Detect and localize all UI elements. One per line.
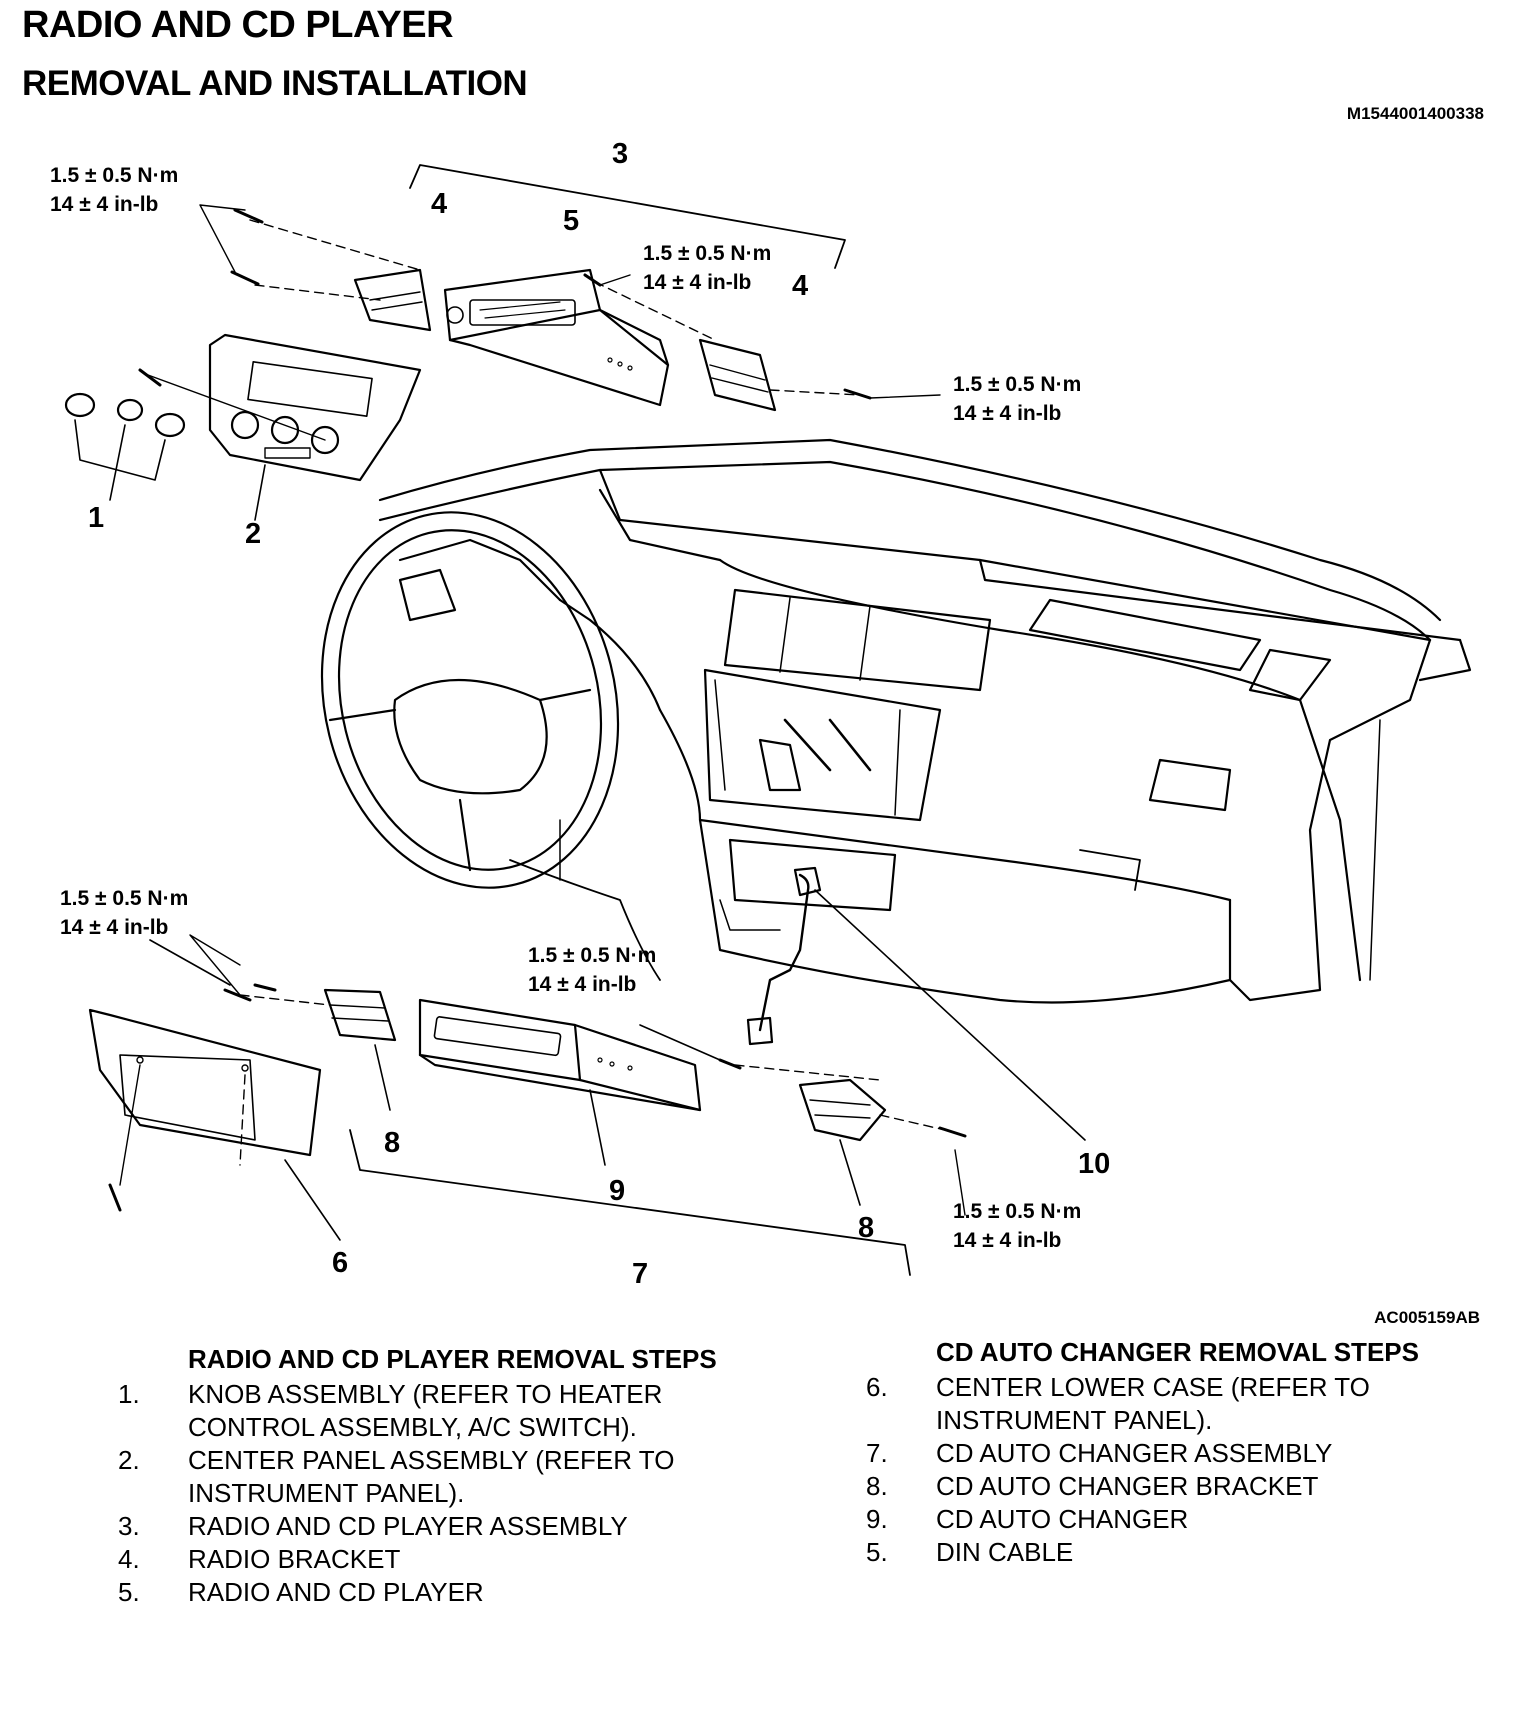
- radio-bracket-left-illustration: [230, 208, 432, 332]
- torque-inlb: 14 ± 4 in-lb: [643, 271, 751, 294]
- callout-4-right: 4: [792, 270, 808, 302]
- list-item: 8. CD AUTO CHANGER BRACKET: [866, 1470, 1506, 1503]
- step-number: 7.: [866, 1438, 888, 1468]
- list-item: 4. RADIO BRACKET: [118, 1543, 738, 1576]
- step-text: RADIO AND CD PLAYER ASSEMBLY: [188, 1511, 628, 1541]
- exploded-view-diagram: 1.5 ± 0.5 N·m 14 ± 4 in-lb 1.5 ± 0.5 N·m…: [50, 138, 1472, 1290]
- callout-8-right: 8: [858, 1212, 874, 1244]
- instrument-panel-illustration: [320, 438, 1472, 1004]
- torque-inlb: 14 ± 4 in-lb: [50, 193, 158, 216]
- step-number: 9.: [866, 1504, 888, 1534]
- radio-steps-list: 1. KNOB ASSEMBLY (REFER TO HEATER CONTROL…: [118, 1378, 738, 1609]
- step-text: CD AUTO CHANGER ASSEMBLY: [936, 1438, 1333, 1468]
- torque-inlb: 14 ± 4 in-lb: [60, 916, 168, 939]
- step-number: 5.: [866, 1537, 888, 1567]
- callout-10: 10: [1078, 1148, 1110, 1180]
- list-item: 3. RADIO AND CD PLAYER ASSEMBLY: [118, 1510, 738, 1543]
- torque-inlb: 14 ± 4 in-lb: [528, 973, 636, 996]
- list-item: 7. CD AUTO CHANGER ASSEMBLY: [866, 1437, 1506, 1470]
- cd-steps-list: 6. CENTER LOWER CASE (REFER TO INSTRUMENT…: [866, 1371, 1506, 1569]
- list-item: 9. CD AUTO CHANGER: [866, 1503, 1506, 1536]
- cd-steps-heading: CD AUTO CHANGER REMOVAL STEPS: [936, 1337, 1419, 1367]
- radio-bracket-right-illustration: [583, 273, 872, 412]
- torque-nm: 1.5 ± 0.5 N·m: [60, 887, 188, 910]
- knob-assembly-illustration: [64, 392, 186, 501]
- step-text: CD AUTO CHANGER BRACKET: [936, 1471, 1319, 1501]
- step-number: 5.: [118, 1577, 140, 1607]
- callout-7: 7: [632, 1258, 648, 1290]
- step-text: CENTER PANEL ASSEMBLY (REFER TO INSTRUME…: [188, 1445, 675, 1508]
- step-number: 3.: [118, 1511, 140, 1541]
- list-item: 2. CENTER PANEL ASSEMBLY (REFER TO INSTRU…: [118, 1444, 738, 1510]
- torque-nm: 1.5 ± 0.5 N·m: [953, 1200, 1081, 1223]
- cd-changer-removal-steps: CD AUTO CHANGER REMOVAL STEPS 6. CENTER L…: [866, 1336, 1506, 1569]
- torque-inlb: 14 ± 4 in-lb: [953, 1229, 1061, 1252]
- page-title: RADIO AND CD PLAYER: [22, 4, 454, 46]
- torque-label-top-left: 1.5 ± 0.5 N·m 14 ± 4 in-lb: [50, 164, 178, 216]
- torque-label-top-right: 1.5 ± 0.5 N·m 14 ± 4 in-lb: [953, 373, 1081, 425]
- list-item: 5. RADIO AND CD PLAYER: [118, 1576, 738, 1609]
- figure-id: AC005159AB: [1374, 1308, 1480, 1327]
- torque-label-bottom-center: 1.5 ± 0.5 N·m 14 ± 4 in-lb: [528, 944, 656, 996]
- step-number: 4.: [118, 1544, 140, 1574]
- page-subtitle: REMOVAL AND INSTALLATION: [22, 64, 528, 103]
- step-text: DIN CABLE: [936, 1537, 1074, 1567]
- step-text: CD AUTO CHANGER: [936, 1504, 1189, 1534]
- radio-removal-steps: RADIO AND CD PLAYER REMOVAL STEPS 1. KNOB…: [118, 1343, 738, 1609]
- cd-changer-bracket-left-illustration: [149, 939, 397, 1111]
- torque-label-top-center: 1.5 ± 0.5 N·m 14 ± 4 in-lb: [643, 242, 771, 294]
- center-panel-illustration: [138, 333, 422, 521]
- callout-3: 3: [612, 138, 628, 170]
- callout-9: 9: [609, 1175, 625, 1207]
- torque-label-bottom-right: 1.5 ± 0.5 N·m 14 ± 4 in-lb: [953, 1200, 1081, 1252]
- step-text: CENTER LOWER CASE (REFER TO INSTRUMENT P…: [936, 1372, 1370, 1435]
- radio-steps-heading: RADIO AND CD PLAYER REMOVAL STEPS: [188, 1344, 717, 1374]
- step-text: KNOB ASSEMBLY (REFER TO HEATER CONTROL A…: [188, 1379, 663, 1442]
- cd-changer-bracket-right-illustration: [639, 1024, 967, 1206]
- din-cable-illustration: [746, 866, 1086, 1141]
- torque-label-bottom-left: 1.5 ± 0.5 N·m 14 ± 4 in-lb: [60, 887, 188, 939]
- callout-8-left: 8: [384, 1127, 400, 1159]
- callout-2: 2: [245, 518, 261, 550]
- step-number: 8.: [866, 1471, 888, 1501]
- cd-auto-changer-illustration: [418, 998, 702, 1166]
- step-number: 6.: [866, 1372, 888, 1402]
- torque-inlb: 14 ± 4 in-lb: [953, 402, 1061, 425]
- list-item: 1. KNOB ASSEMBLY (REFER TO HEATER CONTROL…: [118, 1378, 738, 1444]
- torque-nm: 1.5 ± 0.5 N·m: [528, 944, 656, 967]
- center-lower-case-illustration: [88, 1008, 341, 1241]
- torque-nm: 1.5 ± 0.5 N·m: [643, 242, 771, 265]
- step-number: 2.: [118, 1445, 140, 1475]
- torque-nm: 1.5 ± 0.5 N·m: [50, 164, 178, 187]
- step-text: RADIO AND CD PLAYER: [188, 1577, 484, 1607]
- step-number: 1.: [118, 1379, 140, 1409]
- callout-1: 1: [88, 502, 104, 534]
- document-id: M1544001400338: [1346, 104, 1484, 123]
- list-item: 6. CENTER LOWER CASE (REFER TO INSTRUMENT…: [866, 1371, 1506, 1437]
- callout-6: 6: [332, 1247, 348, 1279]
- torque-nm: 1.5 ± 0.5 N·m: [953, 373, 1081, 396]
- radio-cd-player-illustration: [443, 268, 670, 407]
- step-text: RADIO BRACKET: [188, 1544, 401, 1574]
- list-item: 5. DIN CABLE: [866, 1536, 1506, 1569]
- callout-5: 5: [563, 205, 579, 237]
- callout-4-left: 4: [431, 188, 447, 220]
